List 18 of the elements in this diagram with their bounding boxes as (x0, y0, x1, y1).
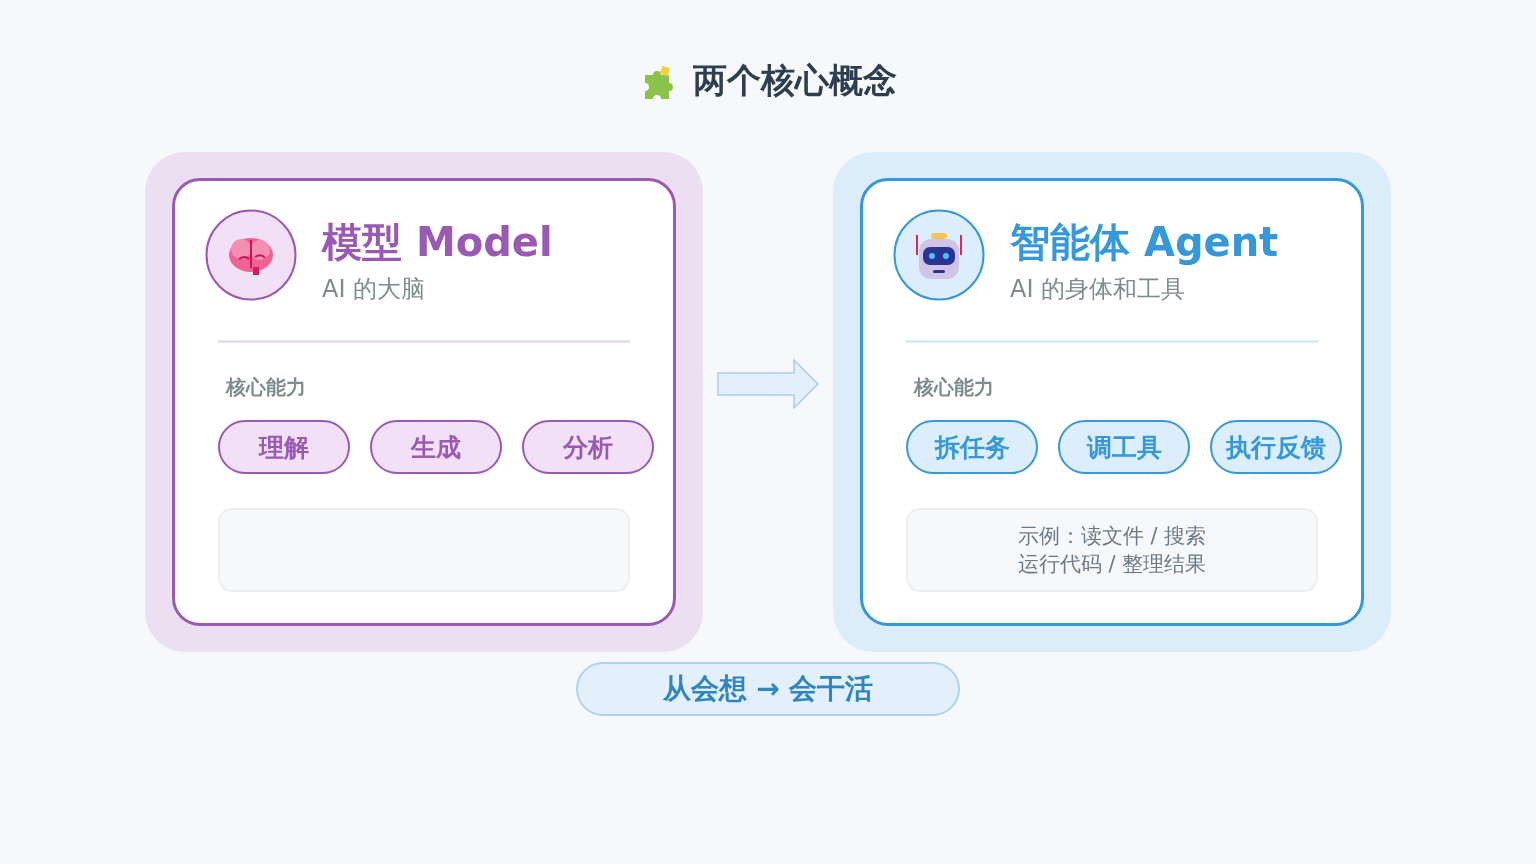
card-subtitle: AI 的大脑 (322, 274, 426, 305)
section-heading: 核心能力 (914, 374, 994, 401)
concept-card (860, 178, 1364, 626)
capability-tag: 执行反馈 (1210, 420, 1342, 474)
capability-tag: 分析 (522, 420, 654, 474)
capability-tag: 调工具 (1058, 420, 1190, 474)
block-arrow (717, 358, 820, 410)
card-title: 智能体 Agent (1010, 218, 1279, 267)
summary-banner: 从会想 → 会干活 (576, 662, 960, 716)
card-subtitle: AI 的身体和工具 (1010, 274, 1186, 305)
capability-tag: 拆任务 (906, 420, 1038, 474)
section-heading: 核心能力 (226, 374, 306, 401)
concept-card (172, 178, 676, 626)
title: 两个核心概念 (693, 59, 897, 102)
example-text: 示例：读文件 / 搜索运行代码 / 整理结果 (1016, 523, 1208, 578)
card-title: 模型 Model (322, 218, 553, 267)
capability-tag: 理解 (218, 420, 350, 474)
capability-tag: 生成 (370, 420, 502, 474)
